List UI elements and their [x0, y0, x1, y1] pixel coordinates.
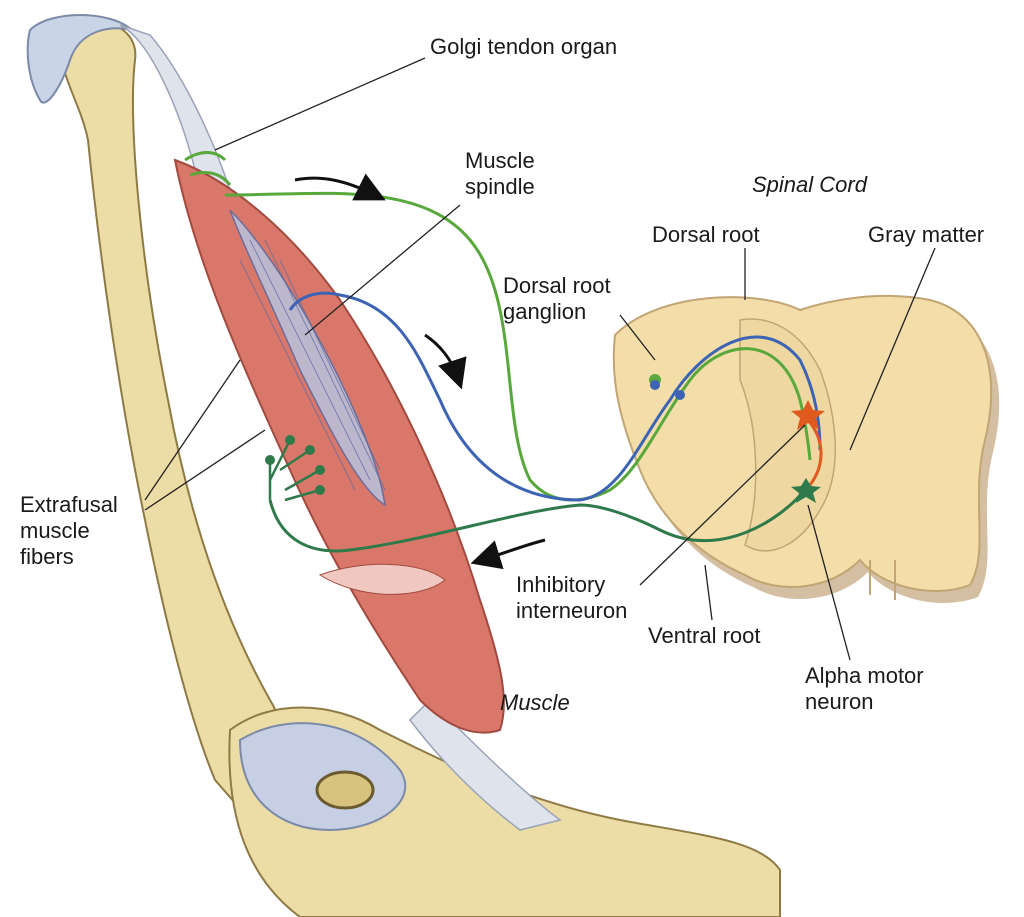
inhibitory-interneuron-label: Inhibitory interneuron	[516, 572, 627, 624]
dorsal-root-label: Dorsal root	[652, 222, 760, 248]
dorsal-root-ganglion-label: Dorsal root ganglion	[503, 273, 611, 325]
golgi-tendon-organ-label: Golgi tendon organ	[430, 34, 617, 60]
muscle-spindle-label: Muscle spindle	[465, 148, 535, 200]
ventral-root-label: Ventral root	[648, 623, 761, 649]
alpha-motor-neuron-label: Alpha motor neuron	[805, 663, 924, 715]
spinal-cord-label: Spinal Cord	[752, 172, 867, 198]
extrafusal-muscle-fibers-label: Extrafusal muscle fibers	[20, 492, 118, 570]
spinal-cord	[614, 296, 999, 603]
gray-matter-label: Gray matter	[868, 222, 984, 248]
muscle-label: Muscle	[500, 690, 570, 716]
